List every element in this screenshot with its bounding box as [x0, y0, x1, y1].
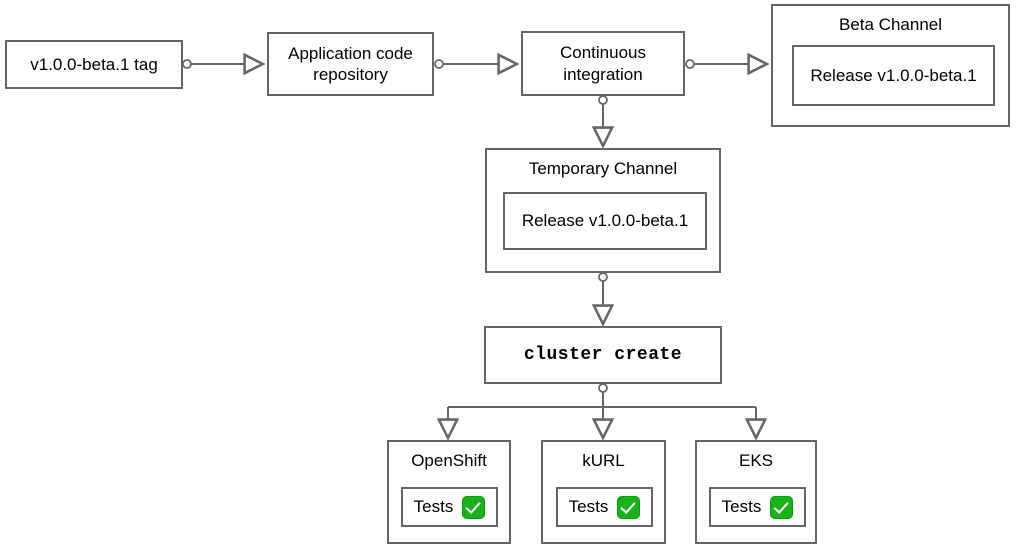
node-kurl[interactable]: kURL Tests: [541, 440, 666, 544]
edge-tag-to-repo: [182, 60, 262, 68]
eks-tests-line: Tests: [721, 495, 794, 519]
node-application-code-repository[interactable]: Application code repository: [267, 32, 434, 96]
edge-cluster-create-to-platforms: [448, 383, 756, 437]
openshift-tests-line: Tests: [413, 495, 486, 519]
openshift-tests-box[interactable]: Tests: [401, 487, 498, 527]
kurl-title: kURL: [582, 451, 625, 470]
temporary-channel-title: Temporary Channel: [528, 159, 678, 178]
temporary-channel-release-box[interactable]: Release v1.0.0-beta.1: [503, 192, 707, 250]
eks-tests-label: Tests: [721, 497, 762, 517]
eks-title: EKS: [738, 451, 774, 470]
ci-label-line1: Continuous: [559, 43, 646, 63]
node-openshift[interactable]: OpenShift Tests: [387, 440, 511, 544]
kurl-tests-line: Tests: [568, 495, 641, 519]
node-temporary-channel[interactable]: Temporary Channel Release v1.0.0-beta.1: [485, 148, 721, 273]
repo-label-line2: repository: [313, 65, 388, 84]
node-continuous-integration[interactable]: Continuous integration: [521, 31, 685, 96]
ci-label-line2: integration: [563, 64, 643, 84]
node-eks[interactable]: EKS Tests: [695, 440, 817, 544]
beta-channel-release-box[interactable]: Release v1.0.0-beta.1: [792, 45, 995, 106]
edge-ci-to-temporary-channel: [599, 95, 607, 145]
beta-channel-release-label: Release v1.0.0-beta.1: [810, 65, 977, 85]
repo-label-line1: Application code: [288, 43, 413, 63]
node-beta-channel[interactable]: Beta Channel Release v1.0.0-beta.1: [771, 4, 1010, 127]
check-mark-button-icon: [617, 495, 641, 519]
temporary-channel-release-label: Release v1.0.0-beta.1: [521, 211, 689, 231]
kurl-tests-label: Tests: [568, 497, 609, 517]
edge-repo-to-ci: [434, 60, 516, 68]
edge-temporary-channel-to-cluster-create: [599, 272, 607, 323]
node-cluster-create-label: cluster create: [523, 344, 683, 365]
node-cluster-create[interactable]: cluster create: [484, 326, 722, 384]
edge-ci-to-beta-channel: [685, 60, 766, 68]
node-continuous-integration-label: Continuous integration: [560, 42, 646, 85]
openshift-title: OpenShift: [411, 451, 487, 470]
openshift-tests-label: Tests: [413, 497, 454, 517]
check-mark-button-icon: [462, 495, 486, 519]
node-application-code-repository-label: Application code repository: [288, 43, 413, 86]
beta-channel-title: Beta Channel: [838, 15, 943, 34]
kurl-tests-box[interactable]: Tests: [556, 487, 653, 527]
node-version-tag-label: v1.0.0-beta.1 tag: [30, 54, 158, 74]
node-version-tag[interactable]: v1.0.0-beta.1 tag: [5, 40, 183, 89]
eks-tests-box[interactable]: Tests: [709, 487, 806, 527]
check-mark-button-icon: [770, 495, 794, 519]
